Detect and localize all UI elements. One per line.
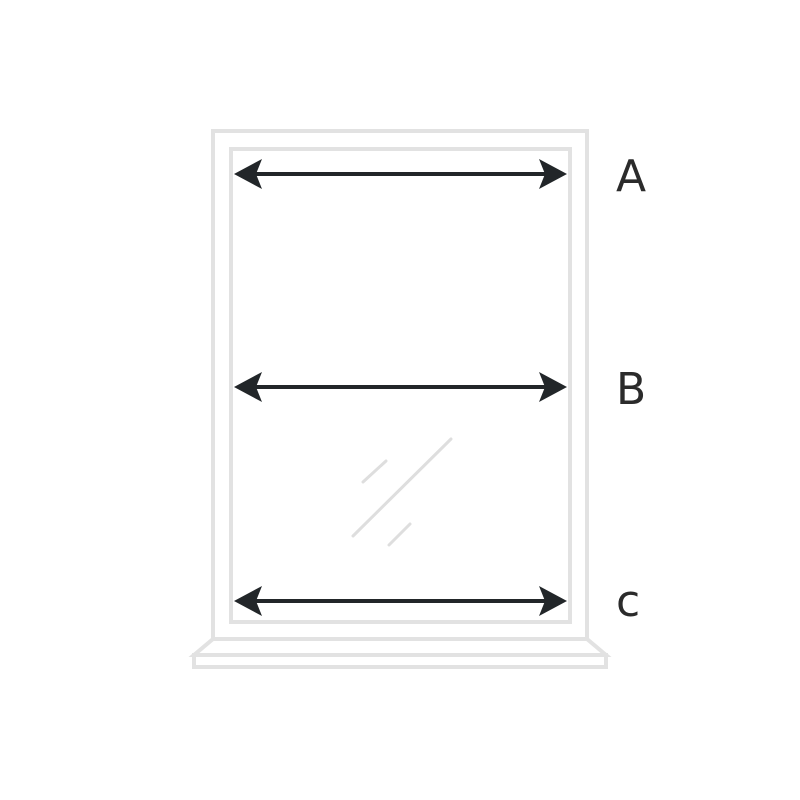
- outer-frame: [211, 129, 589, 641]
- measurement-arrow-b: [234, 372, 567, 402]
- measurement-labels: A B c: [616, 151, 646, 627]
- glare-line-short-bottom: [387, 522, 412, 547]
- arrowhead-left: [234, 159, 262, 189]
- measurement-arrows: [234, 159, 567, 616]
- window-sill: [188, 637, 612, 669]
- glass-glare: [351, 437, 453, 547]
- label-a: A: [616, 151, 646, 202]
- arrowhead-right: [539, 159, 567, 189]
- glare-line-short-top: [361, 459, 388, 484]
- label-b: B: [616, 364, 646, 415]
- measurement-arrow-c: [234, 586, 567, 616]
- glare-line-long: [351, 437, 453, 538]
- arrowhead-left: [234, 586, 262, 616]
- measurement-arrow-a: [234, 159, 567, 189]
- arrowhead-right: [539, 586, 567, 616]
- arrowhead-left: [234, 372, 262, 402]
- sill-top: [188, 637, 612, 657]
- inner-frame: [229, 147, 572, 624]
- arrowhead-right: [539, 372, 567, 402]
- label-c: c: [616, 576, 640, 627]
- sill-base: [192, 653, 608, 669]
- window-frame: [211, 129, 589, 641]
